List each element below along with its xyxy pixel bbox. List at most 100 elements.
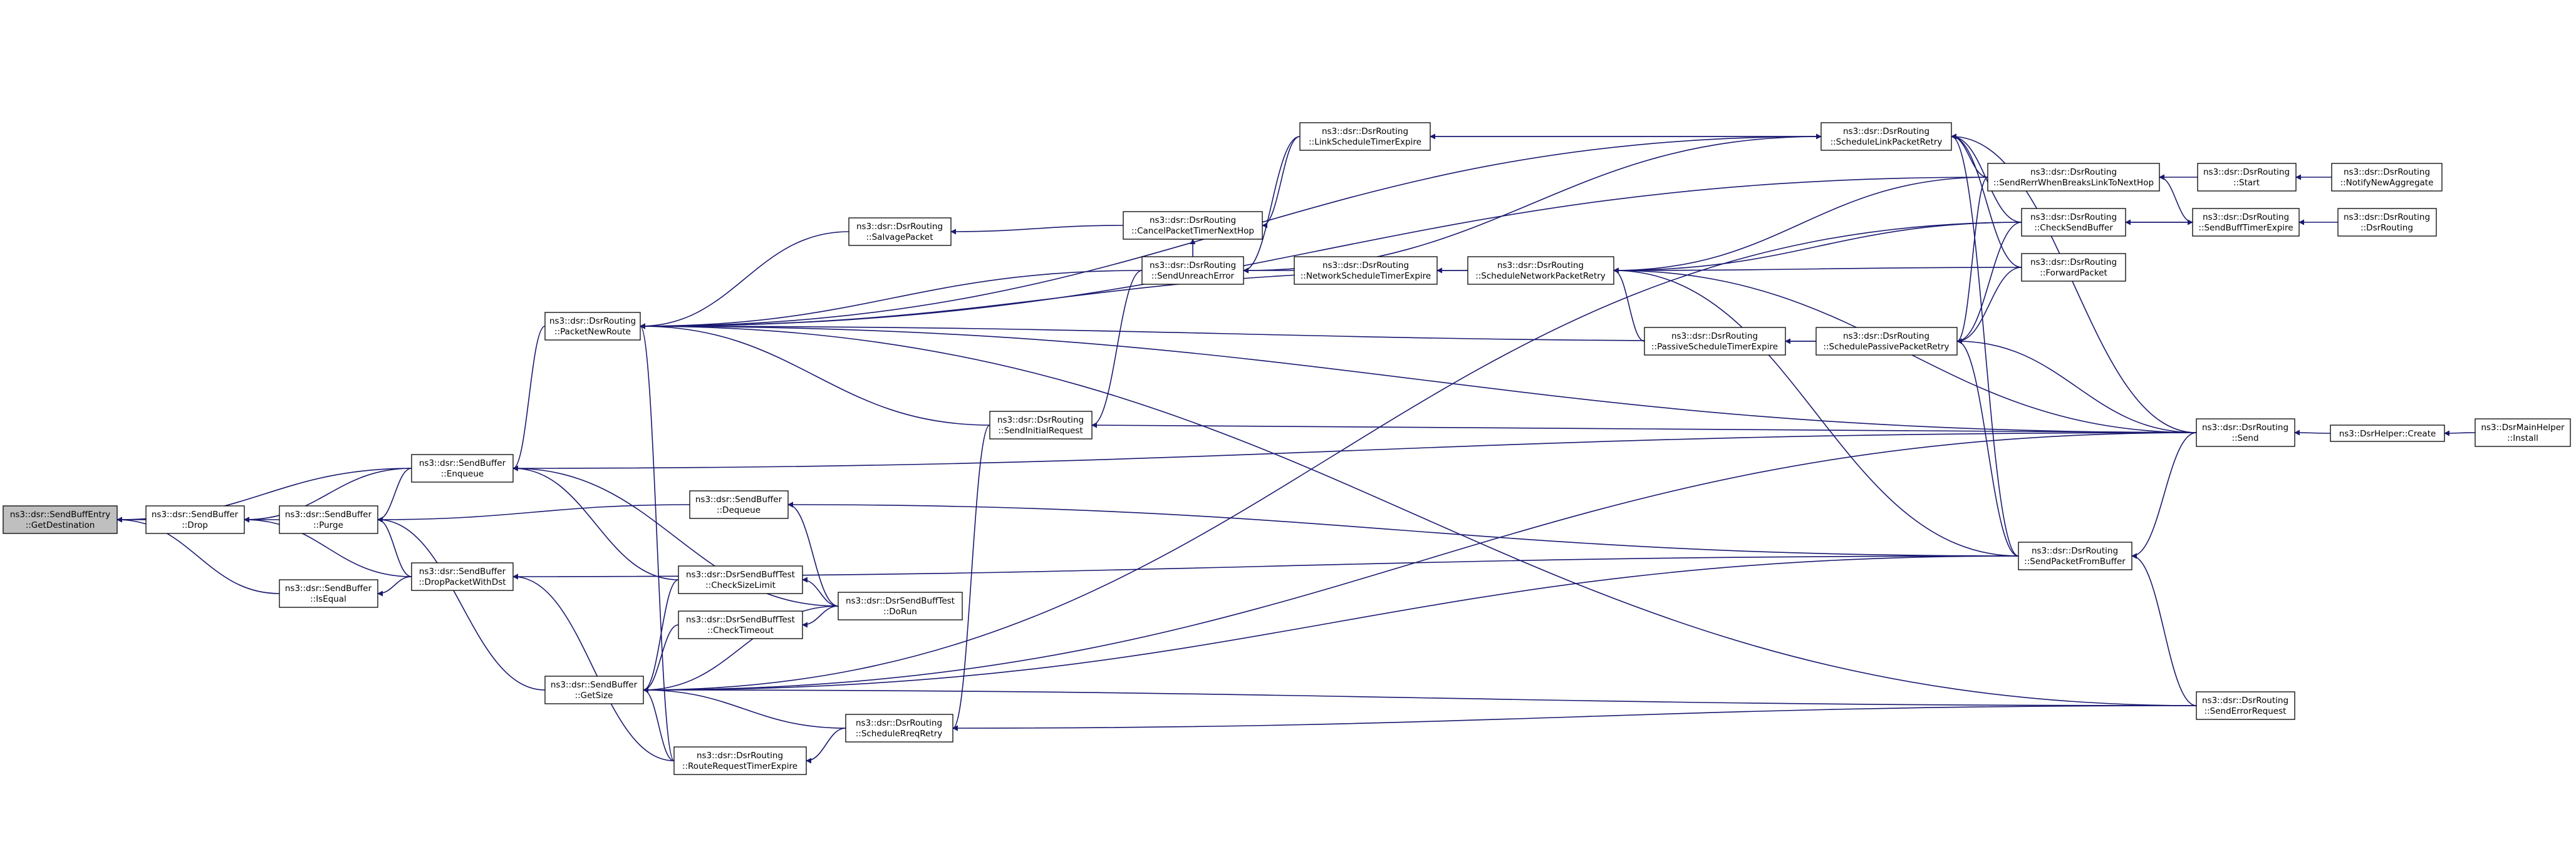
node-get-size-line1: ns3::dsr::SendBuffer (551, 680, 638, 690)
node-dsr-routing[interactable]: ns3::dsr::DsrRouting ::DsrRouting (2337, 208, 2437, 237)
edge-send-packet-from-buffer-calls-get-size (643, 555, 2019, 693)
node-check-size-limit-line2: ::CheckSizeLimit (705, 580, 776, 590)
edge-schedule-rreq-retry-calls-route-request-timer-expire (806, 728, 846, 764)
node-get-destination-line2: ::GetDestination (26, 520, 95, 530)
node-dequeue[interactable]: ns3::dsr::SendBuffer ::Dequeue (689, 490, 789, 519)
node-route-request-timer-expire[interactable]: ns3::dsr::DsrRouting ::RouteRequestTimer… (673, 746, 807, 775)
edge-send-rerr-when-breaks-link-to-next-hop-calls-schedule-network-packet-retry (1613, 177, 1988, 274)
node-schedule-passive-packet-retry-line1: ns3::dsr::DsrRouting (1843, 331, 1929, 341)
node-purge-line2: ::Purge (313, 520, 343, 530)
node-send-unreach-error[interactable]: ns3::dsr::DsrRouting ::SendUnreachError (1141, 256, 1244, 285)
node-get-destination[interactable]: ns3::dsr::SendBuffEntry ::GetDestination (3, 505, 118, 534)
node-cancel-packet-timer-next-hop[interactable]: ns3::dsr::DsrRouting ::CancelPacketTimer… (1123, 211, 1263, 240)
node-packet-new-route-line1: ns3::dsr::DsrRouting (549, 316, 636, 326)
node-schedule-rreq-retry[interactable]: ns3::dsr::DsrRouting ::ScheduleRreqRetry (845, 714, 953, 743)
edge-send-rerr-when-breaks-link-to-next-hop-calls-packet-new-route (640, 177, 1988, 329)
edge-send-calls-enqueue (512, 432, 2197, 471)
node-send-rerr-when-breaks-link-to-next-hop[interactable]: ns3::dsr::DsrRouting ::SendRerrWhenBreak… (1987, 163, 2160, 192)
node-check-timeout[interactable]: ns3::dsr::DsrSendBuffTest ::CheckTimeout (678, 610, 803, 639)
edge-send-calls-schedule-passive-packet-retry (1956, 338, 2197, 433)
node-send-error-request-line2: ::SendErrorRequest (2205, 706, 2287, 716)
edge-drop-packet-with-dst-calls-is-equal (377, 576, 412, 597)
node-send-buff-timer-expire[interactable]: ns3::dsr::DsrRouting ::SendBuffTimerExpi… (2192, 208, 2300, 237)
edge-check-send-buffer-calls-schedule-network-packet-retry (1613, 222, 2022, 274)
node-send-line1: ns3::dsr::DsrRouting (2202, 423, 2288, 433)
edge-send-rerr-when-breaks-link-to-next-hop-calls-schedule-passive-packet-retry (1956, 177, 1988, 344)
edge-dequeue-calls-purge (377, 504, 690, 523)
node-get-size[interactable]: ns3::dsr::SendBuffer ::GetSize (544, 676, 644, 704)
edge-route-request-timer-expire-calls-drop-packet-with-dst (512, 574, 675, 761)
edge-route-request-timer-expire-calls-get-size (643, 687, 675, 761)
edge-schedule-link-packet-retry-calls-send-unreach-error (1243, 136, 1822, 274)
node-check-send-buffer-line2: ::CheckSendBuffer (2034, 223, 2113, 233)
edge-check-size-limit-calls-enqueue (512, 465, 679, 580)
node-packet-new-route[interactable]: ns3::dsr::DsrRouting ::PacketNewRoute (544, 312, 641, 341)
edge-enqueue-calls-drop (244, 468, 412, 523)
node-enqueue[interactable]: ns3::dsr::SendBuffer ::Enqueue (411, 454, 514, 483)
node-send-error-request-line1: ns3::dsr::DsrRouting (2202, 696, 2288, 706)
node-forward-packet-line1: ns3::dsr::DsrRouting (2030, 257, 2117, 267)
edge-forward-packet-calls-schedule-link-packet-retry (1951, 133, 2022, 268)
edge-send-packet-from-buffer-calls-dequeue (787, 502, 2019, 557)
edge-check-size-limit-calls-get-size (643, 579, 679, 693)
node-check-size-limit[interactable]: ns3::dsr::DsrSendBuffTest ::CheckSizeLim… (678, 565, 803, 594)
edge-is-equal-calls-get-destination (117, 517, 280, 594)
edge-schedule-rreq-retry-calls-get-size (643, 687, 846, 729)
node-send-line2: ::Send (2231, 433, 2258, 443)
edge-link-schedule-timer-expire-calls-send-unreach-error (1243, 136, 1301, 274)
node-dequeue-line1: ns3::dsr::SendBuffer (695, 495, 782, 505)
node-schedule-link-packet-retry-line1: ns3::dsr::DsrRouting (1843, 126, 1929, 136)
node-send[interactable]: ns3::dsr::DsrRouting ::Send (2196, 418, 2295, 447)
node-salvage-packet[interactable]: ns3::dsr::DsrRouting ::SalvagePacket (848, 217, 952, 246)
node-network-schedule-timer-expire-line2: ::NetworkScheduleTimerExpire (1301, 271, 1431, 281)
edge-send-initial-request-calls-schedule-rreq-retry (952, 425, 990, 731)
node-send-rerr-line1: ns3::dsr::DsrRouting (2030, 167, 2117, 177)
edge-send-calls-schedule-link-packet-retry (1951, 133, 2197, 433)
node-enqueue-line1: ns3::dsr::SendBuffer (419, 458, 506, 468)
node-forward-packet[interactable]: ns3::dsr::DsrRouting ::ForwardPacket (2021, 253, 2126, 282)
node-purge-line1: ns3::dsr::SendBuffer (285, 510, 372, 520)
node-passive-schedule-timer-expire-line1: ns3::dsr::DsrRouting (1671, 331, 1758, 341)
node-dsr-routing-line2: ::DsrRouting (2360, 223, 2413, 233)
node-send-unreach-error-line2: ::SendUnreachError (1151, 271, 1235, 281)
edge-send-initial-request-calls-packet-new-route (640, 323, 990, 426)
node-drop[interactable]: ns3::dsr::SendBuffer ::Drop (145, 505, 245, 534)
node-purge[interactable]: ns3::dsr::SendBuffer ::Purge (279, 505, 378, 534)
node-dsr-main-helper-install-line2: ::Install (2507, 433, 2538, 443)
node-dsr-main-helper-install-line1: ns3::DsrMainHelper (2481, 423, 2565, 433)
node-drop-packet-with-dst[interactable]: ns3::dsr::SendBuffer ::DropPacketWithDst (411, 562, 514, 591)
node-send-initial-request[interactable]: ns3::dsr::DsrRouting ::SendInitialReques… (989, 411, 1093, 440)
node-schedule-passive-packet-retry[interactable]: ns3::dsr::DsrRouting ::SchedulePassivePa… (1815, 327, 1958, 356)
edge-drop-packet-with-dst-calls-drop (244, 517, 412, 577)
node-dsr-main-helper-install[interactable]: ns3::DsrMainHelper ::Install (2475, 418, 2571, 447)
node-link-schedule-timer-expire-line2: ::LinkScheduleTimerExpire (1309, 137, 1421, 147)
node-send-error-request[interactable]: ns3::dsr::DsrRouting ::SendErrorRequest (2196, 691, 2295, 720)
node-cancel-packet-timer-next-hop-line2: ::CancelPacketTimerNextHop (1131, 226, 1254, 236)
edge-send-packet-from-buffer-calls-schedule-link-packet-retry (1951, 133, 2019, 557)
node-dsr-helper-create[interactable]: ns3::DsrHelper::Create (2330, 425, 2445, 442)
edge-send-error-request-calls-get-size (643, 687, 2197, 706)
edge-check-send-buffer-calls-schedule-link-packet-retry (1951, 133, 2022, 223)
node-notify-new-aggregate[interactable]: ns3::dsr::DsrRouting ::NotifyNewAggregat… (2331, 163, 2443, 192)
node-link-schedule-timer-expire[interactable]: ns3::dsr::DsrRouting ::LinkScheduleTimer… (1299, 122, 1431, 151)
node-do-run-line2: ::DoRun (883, 607, 917, 617)
node-schedule-link-packet-retry[interactable]: ns3::dsr::DsrRouting ::ScheduleLinkPacke… (1820, 122, 1952, 151)
node-send-initial-request-line2: ::SendInitialRequest (998, 426, 1083, 436)
node-schedule-network-packet-retry[interactable]: ns3::dsr::DsrRouting ::ScheduleNetworkPa… (1467, 256, 1614, 285)
node-start-line1: ns3::dsr::DsrRouting (2203, 167, 2290, 177)
node-send-packet-from-buffer[interactable]: ns3::dsr::DsrRouting ::SendPacketFromBuf… (2018, 542, 2132, 570)
edge-schedule-passive-packet-retry-calls-packet-new-route (640, 323, 1817, 342)
edge-get-size-calls-purge (377, 517, 546, 691)
edge-drop-packet-with-dst-calls-purge (377, 517, 412, 577)
edge-check-send-buffer-calls-get-size (643, 222, 2022, 693)
node-notify-new-aggregate-line2: ::NotifyNewAggregate (2340, 178, 2434, 188)
node-check-send-buffer[interactable]: ns3::dsr::DsrRouting ::CheckSendBuffer (2021, 208, 2126, 237)
edge-send-calls-send-packet-from-buffer (2131, 432, 2197, 559)
node-passive-schedule-timer-expire[interactable]: ns3::dsr::DsrRouting ::PassiveScheduleTi… (1644, 327, 1786, 356)
edge-send-unreach-error-calls-send-initial-request (1091, 270, 1143, 428)
node-is-equal[interactable]: ns3::dsr::SendBuffer ::IsEqual (279, 579, 378, 608)
edge-do-run-calls-check-size-limit (802, 577, 839, 607)
node-start[interactable]: ns3::dsr::DsrRouting ::Start (2197, 163, 2297, 192)
node-network-schedule-timer-expire[interactable]: ns3::dsr::DsrRouting ::NetworkScheduleTi… (1294, 256, 1438, 285)
node-do-run[interactable]: ns3::dsr::DsrSendBuffTest ::DoRun (838, 592, 963, 620)
